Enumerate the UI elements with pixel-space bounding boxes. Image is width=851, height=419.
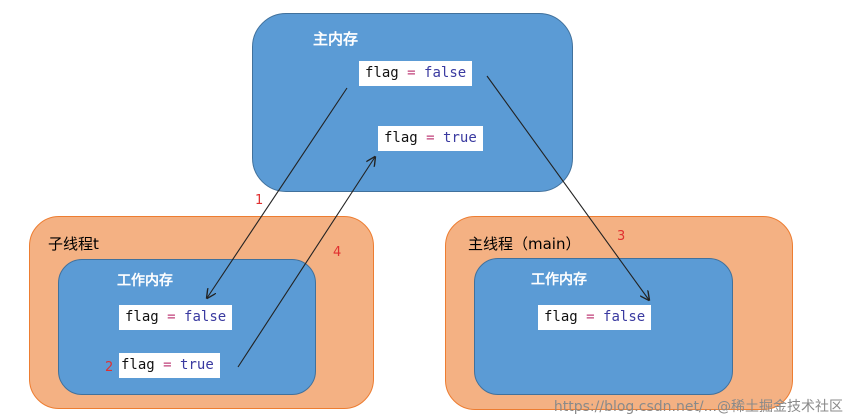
step-label-3: 3 bbox=[617, 229, 626, 244]
thread-main-work-memory-title: 工作内存 bbox=[531, 272, 587, 288]
var-name: flag bbox=[384, 130, 418, 146]
var-op: = bbox=[167, 309, 176, 325]
var-value: true bbox=[180, 357, 214, 373]
thread-t-flag-false: flag = false bbox=[119, 305, 233, 330]
thread-main-title: 主线程（main） bbox=[468, 235, 581, 253]
var-value: false bbox=[603, 309, 646, 325]
var-value: false bbox=[184, 309, 227, 325]
var-op: = bbox=[586, 309, 595, 325]
var-name: flag bbox=[365, 65, 399, 81]
main-memory-title: 主内存 bbox=[313, 30, 359, 48]
var-value: false bbox=[424, 65, 467, 81]
var-op: = bbox=[407, 65, 416, 81]
var-op: = bbox=[163, 357, 172, 373]
var-name: flag bbox=[121, 357, 155, 373]
main-memory-flag-true: flag = true bbox=[378, 126, 483, 151]
step-label-1: 1 bbox=[255, 193, 264, 208]
var-name: flag bbox=[544, 309, 578, 325]
main-memory-flag-false: flag = false bbox=[359, 61, 473, 86]
thread-t-flag-true: flag = true bbox=[119, 353, 220, 378]
main-memory-box bbox=[252, 13, 573, 192]
step-label-4: 4 bbox=[333, 245, 342, 260]
thread-t-work-memory-title: 工作内存 bbox=[117, 273, 173, 289]
thread-main-flag-false: flag = false bbox=[538, 305, 652, 330]
step-label-2: 2 bbox=[105, 360, 114, 375]
var-op: = bbox=[426, 130, 435, 146]
var-value: true bbox=[443, 130, 477, 146]
thread-t-title: 子线程t bbox=[48, 235, 99, 253]
watermark: https://blog.csdn.net/...@稀土掘金技术社区 bbox=[553, 399, 843, 415]
var-name: flag bbox=[125, 309, 159, 325]
